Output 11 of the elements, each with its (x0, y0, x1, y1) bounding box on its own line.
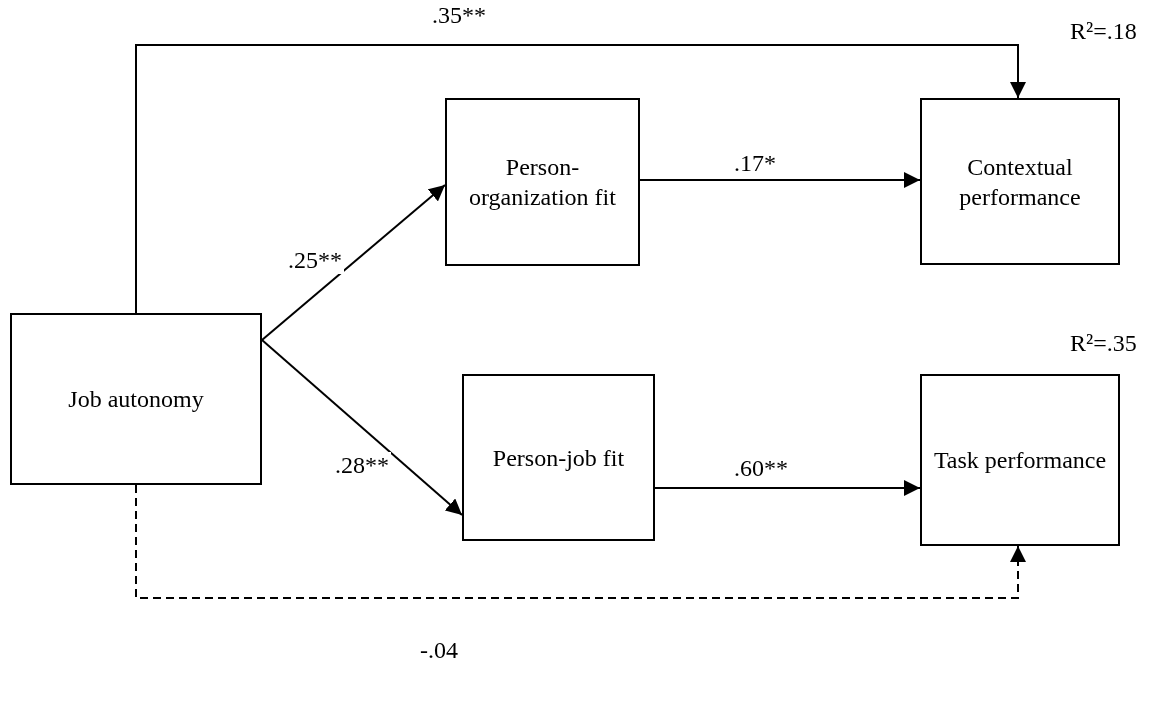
variable-box: Task performance (920, 374, 1120, 546)
variable-box: Contextual performance (920, 98, 1120, 265)
arrow (135, 484, 1026, 599)
arrow (639, 172, 921, 188)
arrow (261, 339, 463, 516)
arrow (261, 184, 446, 341)
arrow (654, 480, 921, 496)
variable-box: Person-job fit (462, 374, 655, 541)
variable-box: Person- organization fit (445, 98, 640, 266)
arrow (135, 44, 1026, 314)
variable-box: Job autonomy (10, 313, 262, 485)
